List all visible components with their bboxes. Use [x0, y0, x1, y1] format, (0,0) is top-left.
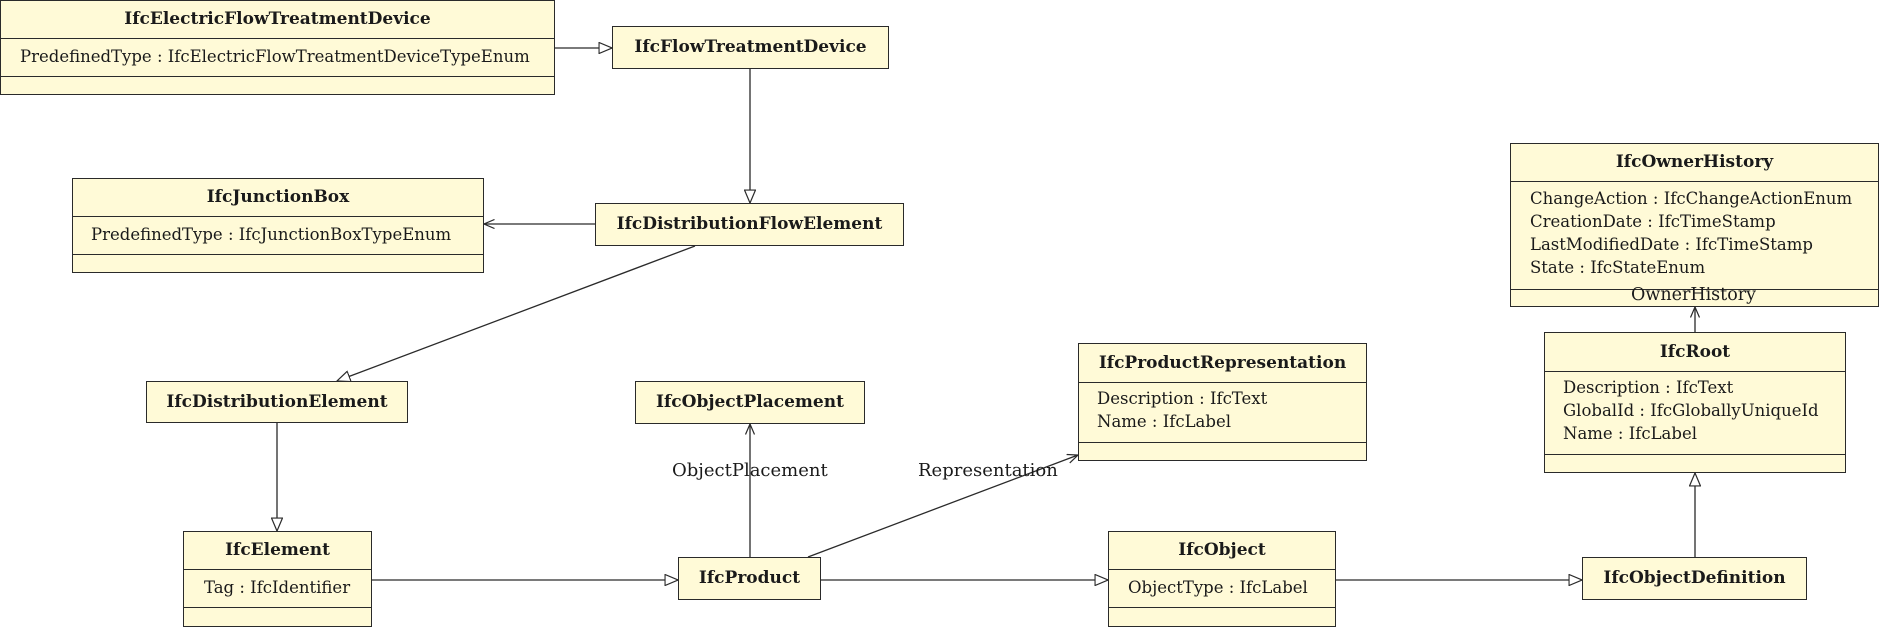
class-operations [1, 76, 554, 94]
class-name: IfcElectricFlowTreatmentDevice [124, 9, 431, 29]
class-attributes: Tag : IfcIdentifier [184, 569, 371, 607]
class-name: IfcObjectDefinition [1603, 568, 1786, 588]
attribute-row: LastModifiedDate : IfcTimeStamp [1530, 235, 1813, 254]
class-name: IfcJunctionBox [206, 187, 350, 207]
class-name: IfcProductRepresentation [1098, 353, 1347, 373]
class-name: IfcObjectPlacement [656, 392, 844, 412]
edge-label-representation: Representation [918, 460, 1058, 481]
class-ifc-electric-flow-treatment-device: IfcElectricFlowTreatmentDevice Predefine… [0, 0, 555, 95]
class-attributes: Description : IfcText GlobalId : IfcGlob… [1545, 371, 1845, 454]
class-name: IfcRoot [1659, 342, 1731, 362]
class-ifc-flow-treatment-device: IfcFlowTreatmentDevice [612, 26, 889, 69]
class-attributes: ChangeAction : IfcChangeActionEnum Creat… [1511, 181, 1878, 289]
class-ifc-object-definition: IfcObjectDefinition [1582, 557, 1807, 600]
class-operations [1511, 289, 1878, 305]
class-name: IfcOwnerHistory [1615, 152, 1774, 172]
class-operations [1545, 454, 1845, 471]
attribute-row: GlobalId : IfcGloballyUniqueId [1563, 401, 1819, 420]
attribute-row: Description : IfcText [1563, 378, 1734, 397]
attribute-row: Tag : IfcIdentifier [204, 578, 351, 597]
class-name: IfcObject [1178, 540, 1266, 560]
edge-product-to-productrepresentation [807, 455, 1078, 558]
class-ifc-owner-history: IfcOwnerHistory ChangeAction : IfcChange… [1510, 143, 1879, 307]
class-name: IfcProduct [698, 568, 801, 588]
attribute-row: PredefinedType : IfcJunctionBoxTypeEnum [91, 225, 452, 244]
attribute-row: ObjectType : IfcLabel [1128, 578, 1308, 597]
class-ifc-root: IfcRoot Description : IfcText GlobalId :… [1544, 332, 1846, 473]
attribute-row: State : IfcStateEnum [1530, 258, 1706, 277]
edge-label-object-placement: ObjectPlacement [672, 460, 828, 481]
class-attributes: PredefinedType : IfcElectricFlowTreatmen… [1, 38, 554, 76]
class-ifc-object-placement: IfcObjectPlacement [635, 381, 865, 424]
edge-label-owner-history: OwnerHistory [1631, 285, 1756, 305]
class-attributes: Description : IfcText Name : IfcLabel [1079, 382, 1366, 442]
class-operations [1079, 442, 1366, 459]
class-ifc-distribution-flow-element: IfcDistributionFlowElement [595, 203, 904, 246]
class-ifc-product: IfcProduct [678, 557, 821, 600]
attribute-row: Name : IfcLabel [1097, 412, 1231, 431]
class-name: IfcDistributionFlowElement [616, 214, 883, 234]
attribute-row: Description : IfcText [1097, 389, 1268, 408]
attribute-row: ChangeAction : IfcChangeActionEnum [1530, 189, 1853, 208]
edge-distflow-to-distelement [337, 245, 696, 381]
attribute-row: CreationDate : IfcTimeStamp [1530, 212, 1776, 231]
class-name: IfcDistributionElement [166, 392, 388, 412]
class-ifc-distribution-element: IfcDistributionElement [146, 381, 408, 423]
class-ifc-junction-box: IfcJunctionBox PredefinedType : IfcJunct… [72, 178, 484, 273]
class-attributes: PredefinedType : IfcJunctionBoxTypeEnum [73, 216, 483, 254]
class-ifc-element: IfcElement Tag : IfcIdentifier [183, 531, 372, 627]
class-ifc-product-representation: IfcProductRepresentation Description : I… [1078, 343, 1367, 461]
class-name: IfcFlowTreatmentDevice [634, 37, 867, 57]
class-name: IfcElement [225, 540, 330, 560]
class-operations [1109, 607, 1335, 626]
class-ifc-object: IfcObject ObjectType : IfcLabel [1108, 531, 1336, 627]
class-operations [73, 254, 483, 272]
attribute-row: Name : IfcLabel [1563, 424, 1697, 443]
attribute-row: PredefinedType : IfcElectricFlowTreatmen… [20, 47, 530, 66]
class-operations [184, 607, 371, 626]
class-attributes: ObjectType : IfcLabel [1109, 569, 1335, 607]
